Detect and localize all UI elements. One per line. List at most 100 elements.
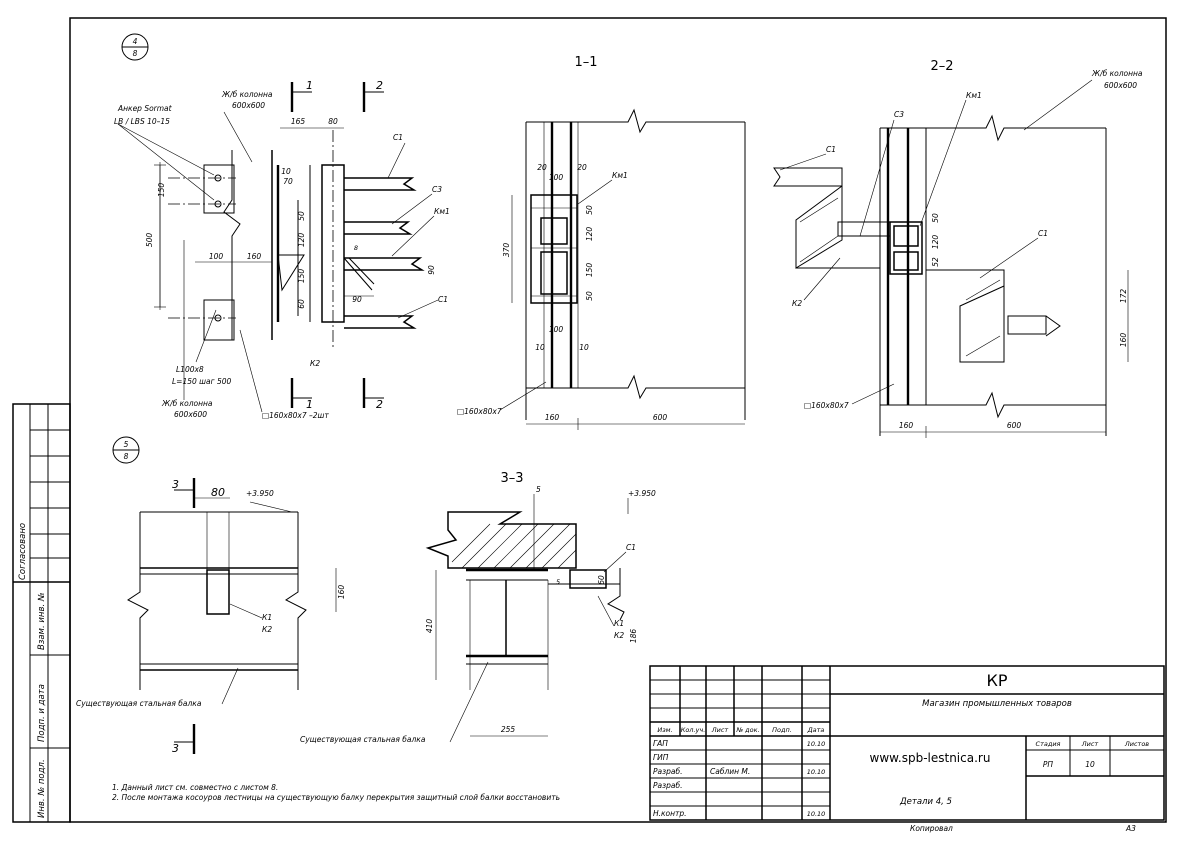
dim-50: 50 xyxy=(297,211,306,221)
sheets-label: Листов xyxy=(1124,740,1149,748)
role-gip: ГИП xyxy=(653,753,669,762)
dim-160-s11: 160 xyxy=(545,413,560,422)
dim-10-right: 10 xyxy=(579,343,589,352)
project-code: КР xyxy=(986,671,1007,690)
anchor-label-2: LB / LBS 10–15 xyxy=(114,117,170,126)
column-label-bottom: Ж/б колонна xyxy=(161,399,213,408)
c3-label-s22: С3 xyxy=(894,110,904,119)
dim-160-s22: 160 xyxy=(899,421,914,430)
dim-165: 165 xyxy=(291,117,306,126)
dim-50-a: 50 xyxy=(585,205,594,215)
cut-1-bottom: 1 xyxy=(306,398,313,411)
dim-600-s11: 600 xyxy=(653,413,668,422)
column-size-s22: 600х600 xyxy=(1104,81,1137,90)
column-label-top: Ж/б колонна xyxy=(221,90,273,99)
detail-4-number: 4 xyxy=(133,37,138,46)
col-header-sign: Подп. xyxy=(772,726,792,734)
k1-label-d5: К1 xyxy=(262,613,272,622)
format-label: А3 xyxy=(1125,824,1136,833)
dim-8: 8 xyxy=(354,244,358,252)
col-header-qty: Кол.уч. xyxy=(681,726,706,734)
section-2-2-title: 2–2 xyxy=(930,59,953,74)
dim-90-vert: 90 xyxy=(427,265,436,275)
c3-label-d4: С3 xyxy=(432,185,442,194)
inv-sub-label: Взам. инв. № xyxy=(37,592,47,650)
dim-120-s22: 120 xyxy=(931,235,940,250)
dim-100-bottom: 100 xyxy=(549,325,564,334)
dim-10: 10 xyxy=(281,167,291,176)
dim-150-right: 150 xyxy=(297,269,306,284)
note-1: 1. Данный лист см. совместно с листом 8. xyxy=(112,783,278,792)
agreed-label: Согласовано xyxy=(18,523,28,580)
col-header-change: Изм. xyxy=(657,726,672,734)
cut-3-bottom: 3 xyxy=(172,742,179,755)
note-2: 2. После монтажа косоуров лестницы на су… xyxy=(112,793,560,802)
column-label-s22: Ж/б колонна xyxy=(1091,69,1143,78)
date-gap: 10.10 xyxy=(807,740,826,748)
detail-4: 4 8 1 2 1 2 xyxy=(114,33,450,420)
dim-150-left: 150 xyxy=(157,183,166,198)
dim-10-left: 10 xyxy=(535,343,545,352)
dim-20-left: 20 xyxy=(537,163,547,172)
dim-100: 100 xyxy=(209,252,224,261)
column-size-bottom: 600х600 xyxy=(174,410,207,419)
beam-label-d5: Существующая стальная балка xyxy=(76,699,202,708)
copied-label: Копировал xyxy=(910,824,953,833)
dim-120: 120 xyxy=(297,233,306,248)
section-3-3-title: 3–3 xyxy=(500,471,523,486)
side-stamp: Согласовано Взам. инв. № Подп. и дата Ин… xyxy=(12,403,71,823)
date-norm: 10.10 xyxy=(807,810,826,818)
role-dev: Разраб. xyxy=(653,767,682,776)
dim-120-a: 120 xyxy=(585,227,594,242)
anchor-label-1: Анкер Sormat xyxy=(117,104,173,113)
sheet-label: Лист xyxy=(1081,740,1099,748)
dim-70: 70 xyxy=(283,177,293,186)
dim-5-top: 5 xyxy=(536,485,541,494)
tube-label-s22: □160х80х7 xyxy=(804,401,849,410)
col-header-date: Дата xyxy=(807,726,825,734)
drawing-name: Детали 4, 5 xyxy=(899,797,952,807)
dim-50-s22: 50 xyxy=(931,213,940,223)
title-block: Изм. Кол.уч. Лист № док. Подп. Дата ГАП … xyxy=(649,665,1165,821)
c1-label-s22a: С1 xyxy=(826,145,836,154)
tube-2-label: □160х80х7 –2шт xyxy=(262,411,329,420)
sign-date-label: Подп. и дата xyxy=(37,684,47,742)
name-dev: Саблин М. xyxy=(710,767,750,776)
cut-1-top: 1 xyxy=(306,79,313,92)
dim-600-s22: 600 xyxy=(1007,421,1022,430)
dim-100-top: 100 xyxy=(549,173,564,182)
project-name: Магазин промышленных товаров xyxy=(922,699,1072,709)
role-dev-2: Разраб. xyxy=(653,781,682,790)
k2-label-d5: К2 xyxy=(262,625,272,634)
sheet-value: 10 xyxy=(1085,760,1095,769)
dim-80-d5: 80 xyxy=(211,486,225,499)
dim-80: 80 xyxy=(328,117,338,126)
section-2-2: 2–2 С3 Км1 С1 С1 К2 Ж/б колонна 600х600 xyxy=(773,59,1143,438)
detail-5-sheet: 8 xyxy=(124,452,129,461)
dim-60: 60 xyxy=(297,299,306,309)
dim-5-side: 5 xyxy=(556,578,560,586)
km1-label-s22: Км1 xyxy=(966,91,982,100)
role-gap: ГАП xyxy=(653,739,668,748)
dim-160-d5: 160 xyxy=(337,585,346,600)
k2-label-d4: К2 xyxy=(310,359,320,368)
col-header-sheet: Лист xyxy=(711,726,729,734)
column-size-top: 600х600 xyxy=(232,101,265,110)
inv-orig-label: Инв. № подл. xyxy=(37,759,47,818)
dim-255: 255 xyxy=(501,725,516,734)
dim-172-s22: 172 xyxy=(1119,289,1128,304)
cut-2-bottom: 2 xyxy=(376,398,383,411)
cut-2-top: 2 xyxy=(376,79,383,92)
stage-label: Стадия xyxy=(1036,740,1061,748)
dim-52-s22: 52 xyxy=(931,257,940,267)
cut-3-top: 3 xyxy=(172,478,179,491)
elev-label-s33: +3.950 xyxy=(628,489,656,498)
section-1-1: 1–1 370 20 20 100 100 10 10 50 120 150 5… xyxy=(457,55,746,430)
detail-5-number: 5 xyxy=(124,440,129,449)
elev-label-d5: +3.950 xyxy=(246,489,274,498)
c1-label-s33: С1 xyxy=(626,543,636,552)
c1-label-d4a: С1 xyxy=(393,133,403,142)
dim-500: 500 xyxy=(145,233,154,248)
dim-60-s33: 60 xyxy=(597,575,606,585)
